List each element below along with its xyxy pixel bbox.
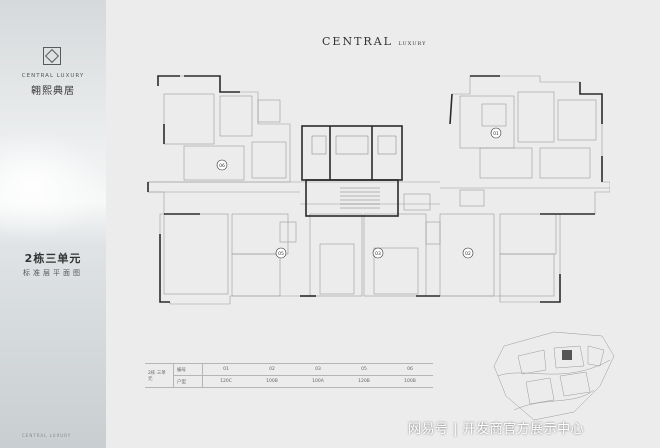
table-row-label: 编号 bbox=[173, 363, 203, 376]
building-subtitle: 标准层平面图 bbox=[23, 269, 83, 277]
site-key-map bbox=[493, 331, 615, 421]
watermark: 网易号 | 开发商官方展示中心 bbox=[408, 422, 585, 437]
floor-plan-drawing bbox=[147, 75, 610, 305]
unit-marker-label: 03 bbox=[375, 251, 381, 257]
unit-marker: 05 bbox=[275, 247, 287, 259]
unit-marker-label: 06 bbox=[219, 163, 225, 169]
unit-marker: 03 bbox=[372, 247, 384, 259]
table-cell: 100B bbox=[387, 375, 433, 388]
left-footer-text: CENTRAL LUXURY bbox=[22, 433, 72, 438]
table-row: 2栋 三单元 编号 01 02 03 05 06 bbox=[145, 363, 433, 388]
table-cell: 02 bbox=[249, 363, 295, 376]
brand-name-en: CENTRAL LUXURY bbox=[21, 73, 85, 79]
table-cell: 120B bbox=[341, 375, 387, 388]
table-cell: 03 bbox=[295, 363, 341, 376]
table-header-text: 2栋 bbox=[148, 370, 156, 376]
unit-marker-label: 01 bbox=[493, 131, 499, 137]
square-diamond-logo-icon bbox=[43, 47, 61, 65]
table-cell: 01 bbox=[202, 363, 249, 376]
brand-panel: CENTRAL LUXURY 翱熙典居 2栋三单元 标准层平面图 CENTRAL… bbox=[0, 0, 106, 448]
header-logo-small: LUXURY bbox=[398, 41, 427, 47]
brand-name-cn: 翱熙典居 bbox=[31, 86, 75, 97]
unit-marker: 02 bbox=[462, 247, 474, 259]
unit-marker-label: 02 bbox=[465, 251, 471, 257]
table-cell: 05 bbox=[341, 363, 387, 376]
table-row: 户型 120C 100B 100A 120B 100B bbox=[145, 375, 433, 388]
building-highlight-marker bbox=[562, 350, 572, 360]
unit-marker: 06 bbox=[216, 159, 228, 171]
table-cell: 06 bbox=[387, 363, 433, 376]
table-row-label: 户型 bbox=[173, 375, 203, 388]
header-logo: CENTRAL LUXURY bbox=[322, 35, 426, 48]
header-logo-main: CENTRAL bbox=[322, 35, 393, 48]
unit-marker: 01 bbox=[490, 127, 502, 139]
table-header-text: 三单元 bbox=[148, 370, 166, 382]
table-header-cell: 2栋 三单元 bbox=[145, 363, 174, 388]
table-cell: 100B bbox=[249, 375, 295, 388]
unit-type-table: 2栋 三单元 编号 01 02 03 05 06 户型 120C 100B 10… bbox=[145, 363, 433, 388]
unit-marker-label: 05 bbox=[278, 251, 284, 257]
light-sweep-decoration bbox=[0, 130, 106, 240]
building-title: 2栋三单元 bbox=[24, 252, 82, 265]
table-cell: 120C bbox=[202, 375, 249, 388]
table-cell: 100A bbox=[295, 375, 341, 388]
